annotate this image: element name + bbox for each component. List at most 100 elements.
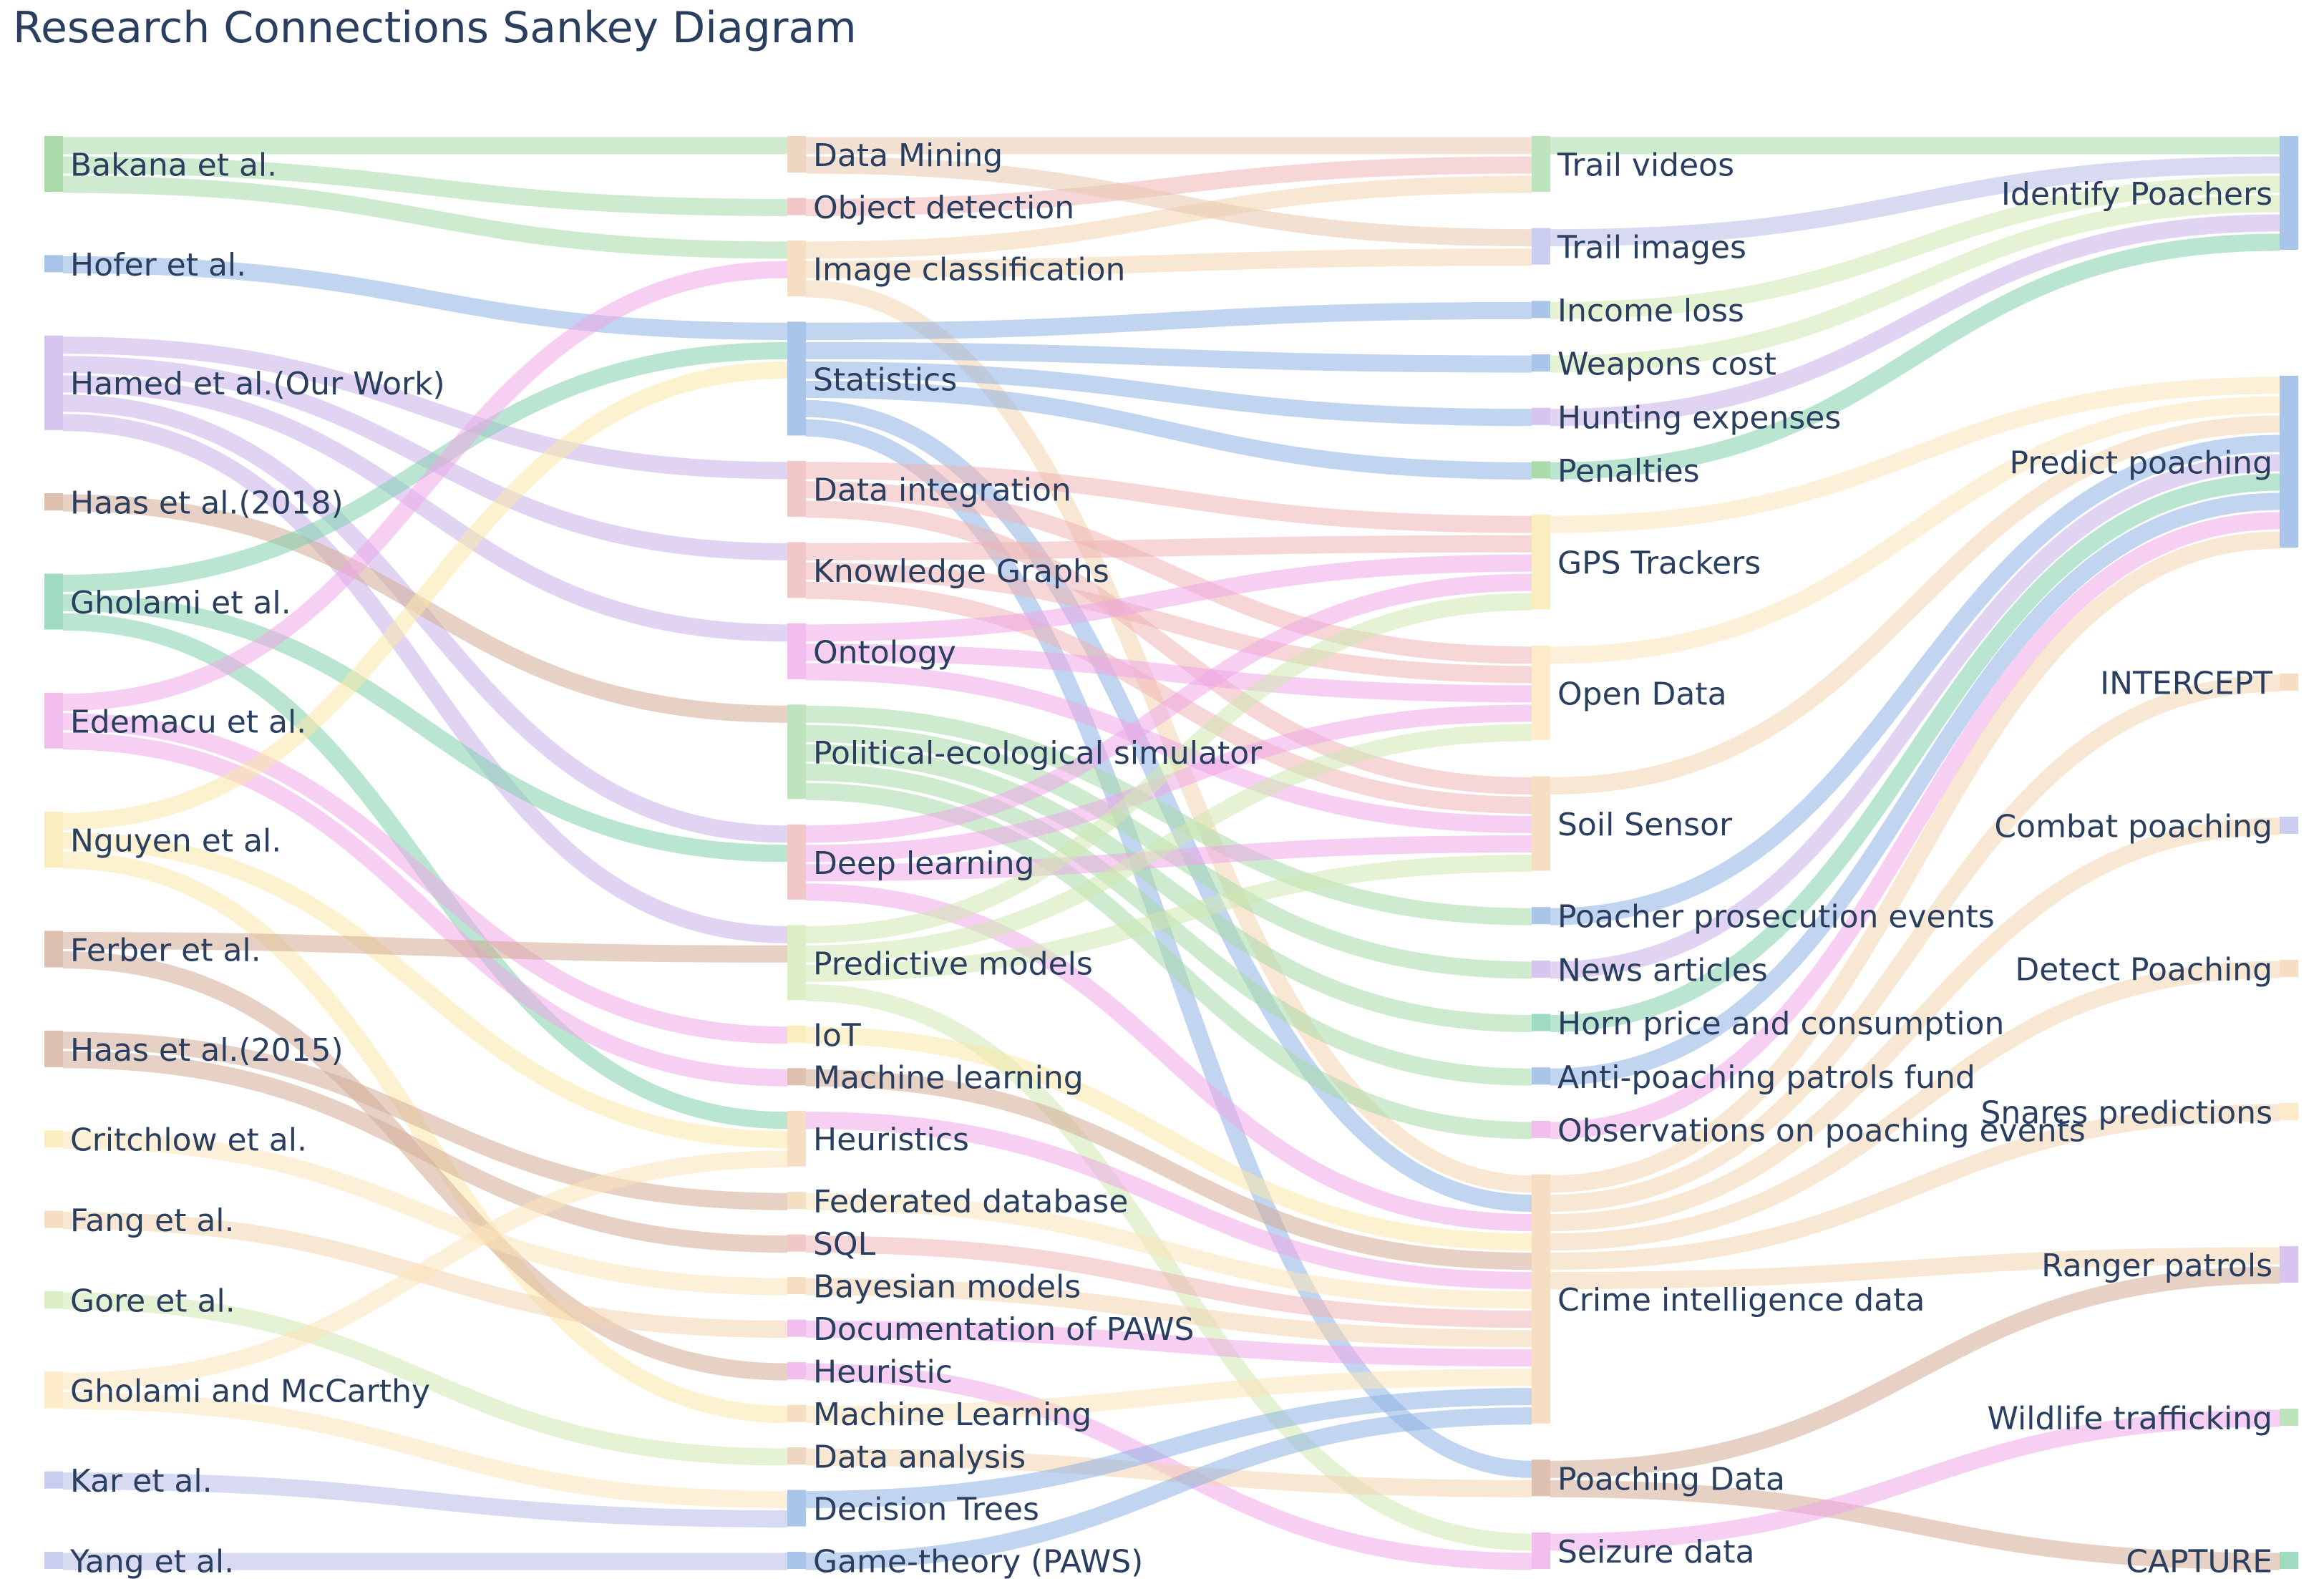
sankey-link — [805, 462, 1532, 533]
sankey-node[interactable] — [44, 1291, 63, 1308]
sankey-node[interactable] — [1532, 515, 1550, 610]
sankey-node[interactable] — [2280, 960, 2298, 977]
sankey-node[interactable] — [787, 1277, 806, 1295]
sankey-node[interactable] — [787, 1025, 806, 1043]
sankey-node[interactable] — [1532, 1067, 1550, 1085]
sankey-node[interactable] — [787, 623, 806, 679]
sankey-link — [1550, 175, 2280, 319]
sankey-node-label: Machine learning — [813, 1060, 1084, 1097]
sankey-link — [1550, 473, 2280, 1033]
sankey-link — [805, 1235, 1532, 1328]
sankey-node[interactable] — [787, 1319, 806, 1337]
sankey-node[interactable] — [1532, 1532, 1550, 1569]
sankey-node[interactable] — [2280, 1409, 2298, 1426]
sankey-node[interactable] — [1532, 1120, 1550, 1138]
sankey-node[interactable] — [44, 136, 63, 192]
sankey-node[interactable] — [2280, 376, 2298, 548]
sankey-link — [62, 1031, 788, 1210]
sankey-node[interactable] — [2280, 136, 2298, 250]
sankey-node-label: Knowledge Graphs — [813, 553, 1109, 590]
sankey-link — [62, 361, 788, 830]
sankey-link — [62, 1391, 788, 1509]
sankey-link — [1550, 1247, 2280, 1290]
sankey-node[interactable] — [787, 1447, 806, 1465]
sankey-node[interactable] — [1532, 645, 1550, 740]
sankey-node[interactable] — [2280, 674, 2298, 691]
sankey-node[interactable] — [1532, 301, 1550, 319]
sankey-node[interactable] — [787, 1192, 806, 1210]
sankey-node[interactable] — [1532, 461, 1550, 479]
sankey-node[interactable] — [787, 1552, 806, 1569]
sankey-link — [1550, 156, 2280, 247]
sankey-node[interactable] — [44, 1552, 63, 1569]
sankey-links — [62, 137, 2280, 1570]
sankey-link — [62, 1150, 788, 1390]
sankey-link — [1550, 214, 2280, 427]
sankey-node[interactable] — [44, 1471, 63, 1489]
sankey-node[interactable] — [787, 1110, 806, 1167]
sankey-node[interactable] — [787, 1234, 806, 1252]
sankey-link — [1550, 1104, 2280, 1271]
sankey-node[interactable] — [44, 1030, 63, 1067]
sankey-node[interactable] — [2280, 1552, 2298, 1569]
sankey-node[interactable] — [2280, 817, 2298, 834]
sankey-node[interactable] — [44, 812, 63, 868]
sankey-node[interactable] — [787, 1068, 806, 1086]
sankey-node[interactable] — [44, 692, 63, 749]
sankey-node-label: Weapons cost — [1557, 346, 1776, 383]
sankey-node[interactable] — [1532, 1459, 1550, 1497]
sankey-node-label: Image classification — [813, 251, 1125, 288]
sankey-node[interactable] — [1532, 1174, 1550, 1424]
sankey-node[interactable] — [787, 240, 806, 296]
sankey-node-label: Gholami et al. — [70, 585, 291, 621]
sankey-node[interactable] — [787, 1490, 806, 1527]
sankey-node[interactable] — [787, 321, 806, 436]
sankey-link — [1550, 512, 2280, 1140]
sankey-link — [805, 1192, 1532, 1309]
sankey-node-label: Gore et al. — [70, 1283, 235, 1319]
sankey-node-label: Deep learning — [813, 845, 1034, 882]
sankey-node[interactable] — [1532, 907, 1550, 925]
sankey-node[interactable] — [44, 1210, 63, 1228]
sankey-node[interactable] — [1532, 354, 1550, 372]
sankey-node[interactable] — [2280, 1103, 2298, 1120]
sankey-node-label: Haas et al.(2015) — [70, 1032, 344, 1069]
sankey-node[interactable] — [787, 1404, 806, 1422]
sankey-node[interactable] — [44, 573, 63, 630]
sankey-node-label: Yang et al. — [69, 1544, 234, 1579]
sankey-node[interactable] — [1532, 136, 1550, 192]
sankey-node[interactable] — [787, 925, 806, 1001]
sankey-node[interactable] — [1532, 407, 1550, 425]
sankey-node[interactable] — [787, 824, 806, 900]
sankey-node[interactable] — [1532, 228, 1550, 265]
sankey-link — [1550, 961, 2280, 1251]
sankey-link — [805, 724, 1532, 963]
sankey-node[interactable] — [787, 198, 806, 215]
sankey-node-label: Data Mining — [813, 137, 1003, 174]
sankey-node[interactable] — [44, 335, 63, 430]
sankey-node[interactable] — [1532, 1014, 1550, 1031]
sankey-link — [805, 593, 1532, 943]
sankey-link — [62, 1472, 788, 1528]
sankey-link — [62, 261, 788, 711]
sankey-link — [62, 175, 788, 259]
sankey-link — [805, 1369, 1532, 1424]
sankey-link — [805, 500, 1532, 795]
sankey-node[interactable] — [44, 1130, 63, 1148]
sankey-node[interactable] — [1532, 776, 1550, 871]
sankey-node[interactable] — [44, 1371, 63, 1409]
sankey-node[interactable] — [44, 255, 63, 273]
sankey-node[interactable] — [2280, 1246, 2298, 1283]
sankey-node[interactable] — [787, 542, 806, 598]
sankey-node-label: Haas et al.(2018) — [70, 485, 344, 522]
sankey-node[interactable] — [787, 460, 806, 517]
sankey-node[interactable] — [787, 704, 806, 800]
sankey-node[interactable] — [1532, 960, 1550, 978]
sankey-node[interactable] — [44, 493, 63, 511]
sankey-link — [805, 1026, 1532, 1251]
sankey-node[interactable] — [787, 136, 806, 173]
sankey-node[interactable] — [787, 1362, 806, 1380]
sankey-link — [805, 1278, 1532, 1348]
sankey-link — [62, 713, 788, 1044]
sankey-node[interactable] — [44, 931, 63, 968]
